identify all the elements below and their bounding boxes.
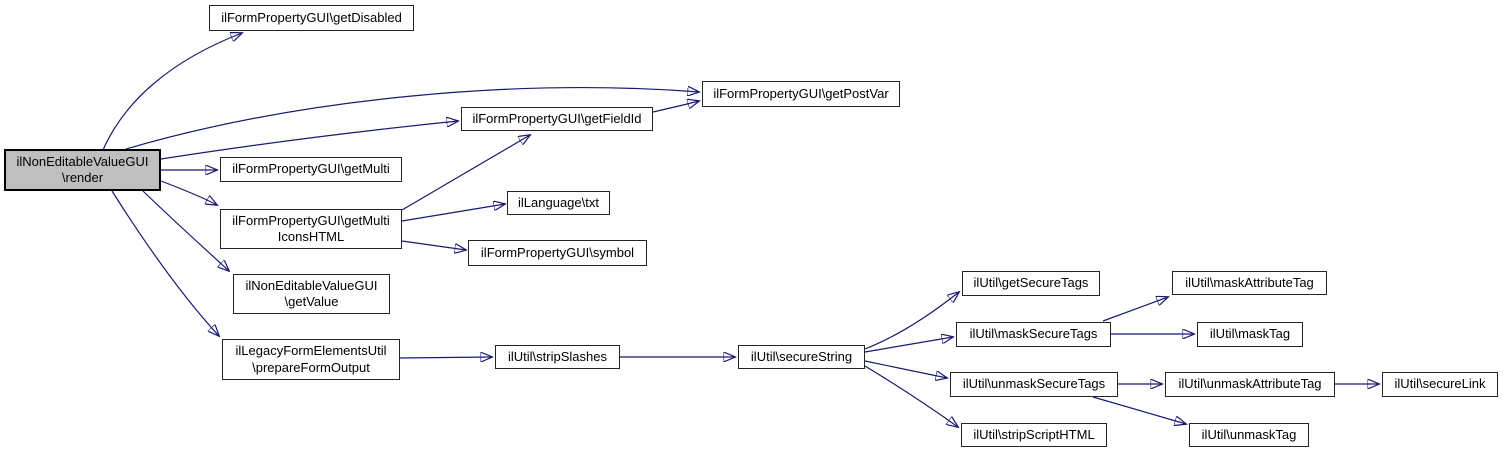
node-label: ilUtil\maskAttributeTag <box>1185 274 1314 290</box>
graph-node-symbol[interactable]: ilFormPropertyGUI\symbol <box>468 240 647 266</box>
node-label: ilLanguage\txt <box>518 194 599 210</box>
graph-node-get-multi[interactable]: ilFormPropertyGUI\getMulti <box>220 157 402 182</box>
node-label: ilUtil\stripSlashes <box>508 348 607 364</box>
edge-prepare-form-output-strip-slashes <box>399 357 492 358</box>
graph-node-prepare-form-output[interactable]: ilLegacyFormElementsUtil \prepareFormOut… <box>222 339 400 380</box>
edge-render-get-post-var <box>125 88 699 150</box>
edge-render-get-disabled <box>102 33 242 151</box>
graph-node-txt[interactable]: ilLanguage\txt <box>507 191 610 215</box>
node-label: ilUtil\getSecureTags <box>973 275 1089 291</box>
node-label: ilFormPropertyGUI\getMulti <box>232 161 390 177</box>
edge-mask-secure-tags-mask-attribute-tag <box>1102 297 1168 322</box>
edge-secure-string-strip-script-html <box>864 365 958 427</box>
node-label: ilUtil\stripScriptHTML <box>973 426 1095 442</box>
node-label: \render <box>61 170 104 185</box>
graph-node-secure-string[interactable]: ilUtil\secureString <box>738 345 865 369</box>
node-label: ilUtil\maskSecureTags <box>969 326 1098 342</box>
node-label: ilNonEditableValueGUI <box>245 277 378 293</box>
graph-node-render: ilNonEditableValueGUI \render <box>4 149 161 191</box>
node-label: ilFormPropertyGUI\symbol <box>480 244 635 260</box>
edge-get-multi-icons-html-txt <box>401 204 505 222</box>
edge-unmask-secure-tags-unmask-tag <box>1092 396 1186 424</box>
node-label: ilUtil\secureString <box>750 348 853 364</box>
edge-secure-string-unmask-secure-tags <box>864 360 947 378</box>
graph-node-get-value[interactable]: ilNonEditableValueGUI \getValue <box>233 274 390 314</box>
node-label: ilFormPropertyGUI\getMulti <box>232 212 390 228</box>
edge-secure-string-mask-secure-tags <box>864 337 953 353</box>
edge-render-get-multi-icons-html <box>160 180 217 205</box>
graph-node-unmask-tag[interactable]: ilUtil\unmaskTag <box>1189 423 1309 447</box>
graph-node-get-secure-tags[interactable]: ilUtil\getSecureTags <box>962 271 1100 296</box>
node-label: IconsHTML <box>277 229 345 244</box>
edge-get-multi-icons-html-symbol <box>401 240 466 250</box>
edge-get-multi-icons-html-get-field-id <box>401 135 530 211</box>
edge-get-field-id-get-post-var <box>652 101 699 113</box>
edge-render-get-field-id <box>160 121 458 160</box>
node-label: ilFormPropertyGUI\getFieldId <box>472 110 642 126</box>
node-label: ilUtil\unmaskSecureTags <box>962 376 1106 392</box>
graph-node-mask-attribute-tag[interactable]: ilUtil\maskAttributeTag <box>1172 271 1327 295</box>
graph-node-strip-script-html[interactable]: ilUtil\stripScriptHTML <box>961 423 1107 447</box>
node-label: ilUtil\secureLink <box>1394 376 1486 392</box>
graph-node-mask-secure-tags[interactable]: ilUtil\maskSecureTags <box>956 322 1111 347</box>
node-label: ilFormPropertyGUI\getDisabled <box>221 9 402 25</box>
node-label: ilUtil\unmaskTag <box>1201 426 1297 442</box>
edge-render-prepare-form-output <box>111 190 219 336</box>
edge-secure-string-get-secure-tags <box>864 292 959 350</box>
node-label: ilUtil\maskTag <box>1209 326 1291 342</box>
graph-node-unmask-attribute-tag[interactable]: ilUtil\unmaskAttributeTag <box>1165 372 1335 397</box>
node-label: \prepareFormOutput <box>252 359 370 375</box>
graph-node-strip-slashes[interactable]: ilUtil\stripSlashes <box>495 345 620 369</box>
node-label: ilNonEditableValueGUI <box>16 153 149 169</box>
graph-node-get-post-var[interactable]: ilFormPropertyGUI\getPostVar <box>702 81 900 107</box>
edge-render-get-value <box>142 190 229 271</box>
graph-node-unmask-secure-tags[interactable]: ilUtil\unmaskSecureTags <box>950 372 1118 397</box>
graph-node-get-disabled[interactable]: ilFormPropertyGUI\getDisabled <box>209 5 414 31</box>
node-label: \getValue <box>284 294 339 309</box>
graph-node-secure-link[interactable]: ilUtil\secureLink <box>1382 372 1498 397</box>
node-label: ilFormPropertyGUI\getPostVar <box>713 85 889 101</box>
graph-node-get-multi-icons-html[interactable]: ilFormPropertyGUI\getMulti IconsHTML <box>220 209 402 249</box>
graph-node-get-field-id[interactable]: ilFormPropertyGUI\getFieldId <box>461 107 653 131</box>
node-label: ilLegacyFormElementsUtil <box>235 343 387 359</box>
graph-node-mask-tag[interactable]: ilUtil\maskTag <box>1197 322 1303 347</box>
node-label: ilUtil\unmaskAttributeTag <box>1178 376 1322 392</box>
